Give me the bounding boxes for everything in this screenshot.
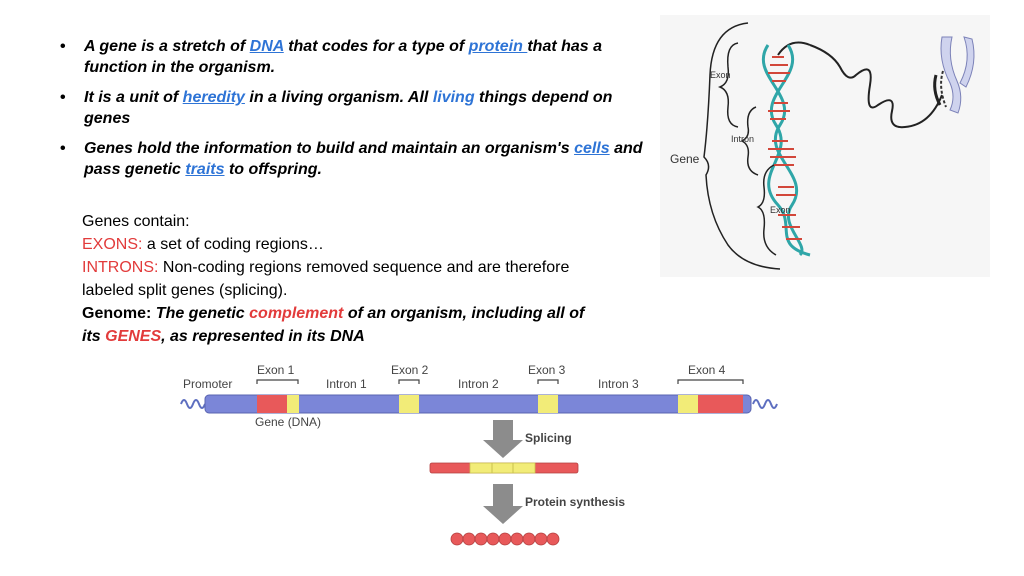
genome-label: Genome: <box>82 305 152 322</box>
exon-label: Exon <box>770 205 791 215</box>
down-arrow-icon <box>483 420 523 458</box>
traits-link[interactable]: traits <box>185 161 225 178</box>
bullet-item: • Genes hold the information to build an… <box>60 138 650 180</box>
exons-line: EXONS: a set of coding regions… <box>82 233 602 256</box>
bullet-dot: • <box>60 89 66 106</box>
bullet-text: things depend on genes <box>84 89 613 127</box>
dna-chromosome-illustration: Exon Intron Exon Gene <box>660 15 990 277</box>
bullet-dot: • <box>60 38 66 55</box>
dna-end-squiggle <box>180 399 206 409</box>
promoter-label: Promoter <box>183 377 232 391</box>
exon1-label: Exon 1 <box>257 363 295 377</box>
exon3-label: Exon 3 <box>528 363 566 377</box>
bullet-text: that has a function in the organism. <box>84 38 603 76</box>
introns-text: Non-coding regions removed sequence and … <box>82 259 570 299</box>
dna-end-squiggle <box>752 399 778 409</box>
exon3-segment <box>538 395 558 413</box>
intron-bracket <box>740 106 759 176</box>
gene-bracket <box>703 22 781 270</box>
genes-intro: Genes contain: <box>82 213 190 230</box>
exon-brackets <box>256 379 744 384</box>
bullet-text: It is a unit of <box>84 89 183 106</box>
exon-bracket <box>717 42 739 128</box>
joined-exons-segment <box>469 462 536 474</box>
bullet-list: • A gene is a stretch of DNA that codes … <box>60 36 650 189</box>
heredity-link[interactable]: heredity <box>182 89 245 106</box>
bullet-text: and pass genetic <box>84 140 643 178</box>
exon4-segment <box>678 395 698 413</box>
exon1-coding-red <box>257 395 287 413</box>
protein-chain <box>450 532 560 546</box>
gene-dna-label: Gene (DNA) <box>255 415 321 429</box>
introns-line: INTRONS: Non-coding regions removed sequ… <box>82 256 602 302</box>
genes-definition-block: Genes contain: EXONS: a set of coding re… <box>82 210 602 348</box>
bullet-item: • A gene is a stretch of DNA that codes … <box>60 36 650 78</box>
gene-splicing-diagram: Promoter Exon 1 Intron 1 Exon 2 Intron 2… <box>180 363 778 546</box>
dna-helix <box>761 44 811 257</box>
figure-background <box>660 15 990 277</box>
genes-word: GENES <box>105 328 162 345</box>
down-arrow-icon <box>483 484 523 524</box>
exons-text: a set of coding regions… <box>142 236 324 253</box>
chromatin-fiber <box>777 41 811 56</box>
exon-bracket <box>756 164 777 256</box>
cells-link[interactable]: cells <box>574 140 610 157</box>
exon2-label: Exon 2 <box>391 363 429 377</box>
exon-label: Exon <box>710 70 731 80</box>
genome-text: of an organism, including all of its <box>82 305 585 345</box>
bullet-text: A gene is a stretch of <box>84 38 250 55</box>
bullet-text: Genes hold the information to build and … <box>84 140 575 157</box>
bullet-text: in a living organism. All <box>244 89 433 106</box>
bullet-dot: • <box>60 140 66 157</box>
gene-dna-bar <box>204 394 752 414</box>
complement-word: complement <box>249 305 344 322</box>
chromatin-fiber <box>809 44 943 129</box>
exon4-coding-red <box>698 395 743 413</box>
gene-label: Gene <box>670 152 700 166</box>
intron2-label: Intron 2 <box>458 377 499 391</box>
bullet-item: • It is a unit of heredity in a living o… <box>60 87 650 129</box>
intron1-label: Intron 1 <box>326 377 367 391</box>
intron3-label: Intron 3 <box>598 377 639 391</box>
protein-link[interactable]: protein <box>468 38 528 55</box>
genome-line: Genome: The genetic complement of an org… <box>82 302 602 348</box>
genome-text: , as represented in its DNA <box>161 328 365 345</box>
dna-link[interactable]: DNA <box>249 38 284 55</box>
protein-synthesis-label: Protein synthesis <box>525 495 625 509</box>
exon1-segment <box>287 395 299 413</box>
introns-label: INTRONS: <box>82 259 159 276</box>
living-word: living <box>432 89 475 106</box>
intron-label: Intron <box>731 134 754 144</box>
exon2-segment <box>399 395 419 413</box>
exon4-label: Exon 4 <box>688 363 726 377</box>
bullet-text: to offspring. <box>224 161 322 178</box>
exons-label: EXONS: <box>82 236 143 253</box>
genome-text: The genetic <box>151 305 250 322</box>
splicing-label: Splicing <box>525 431 572 445</box>
bullet-text: that codes for a type of <box>283 38 469 55</box>
